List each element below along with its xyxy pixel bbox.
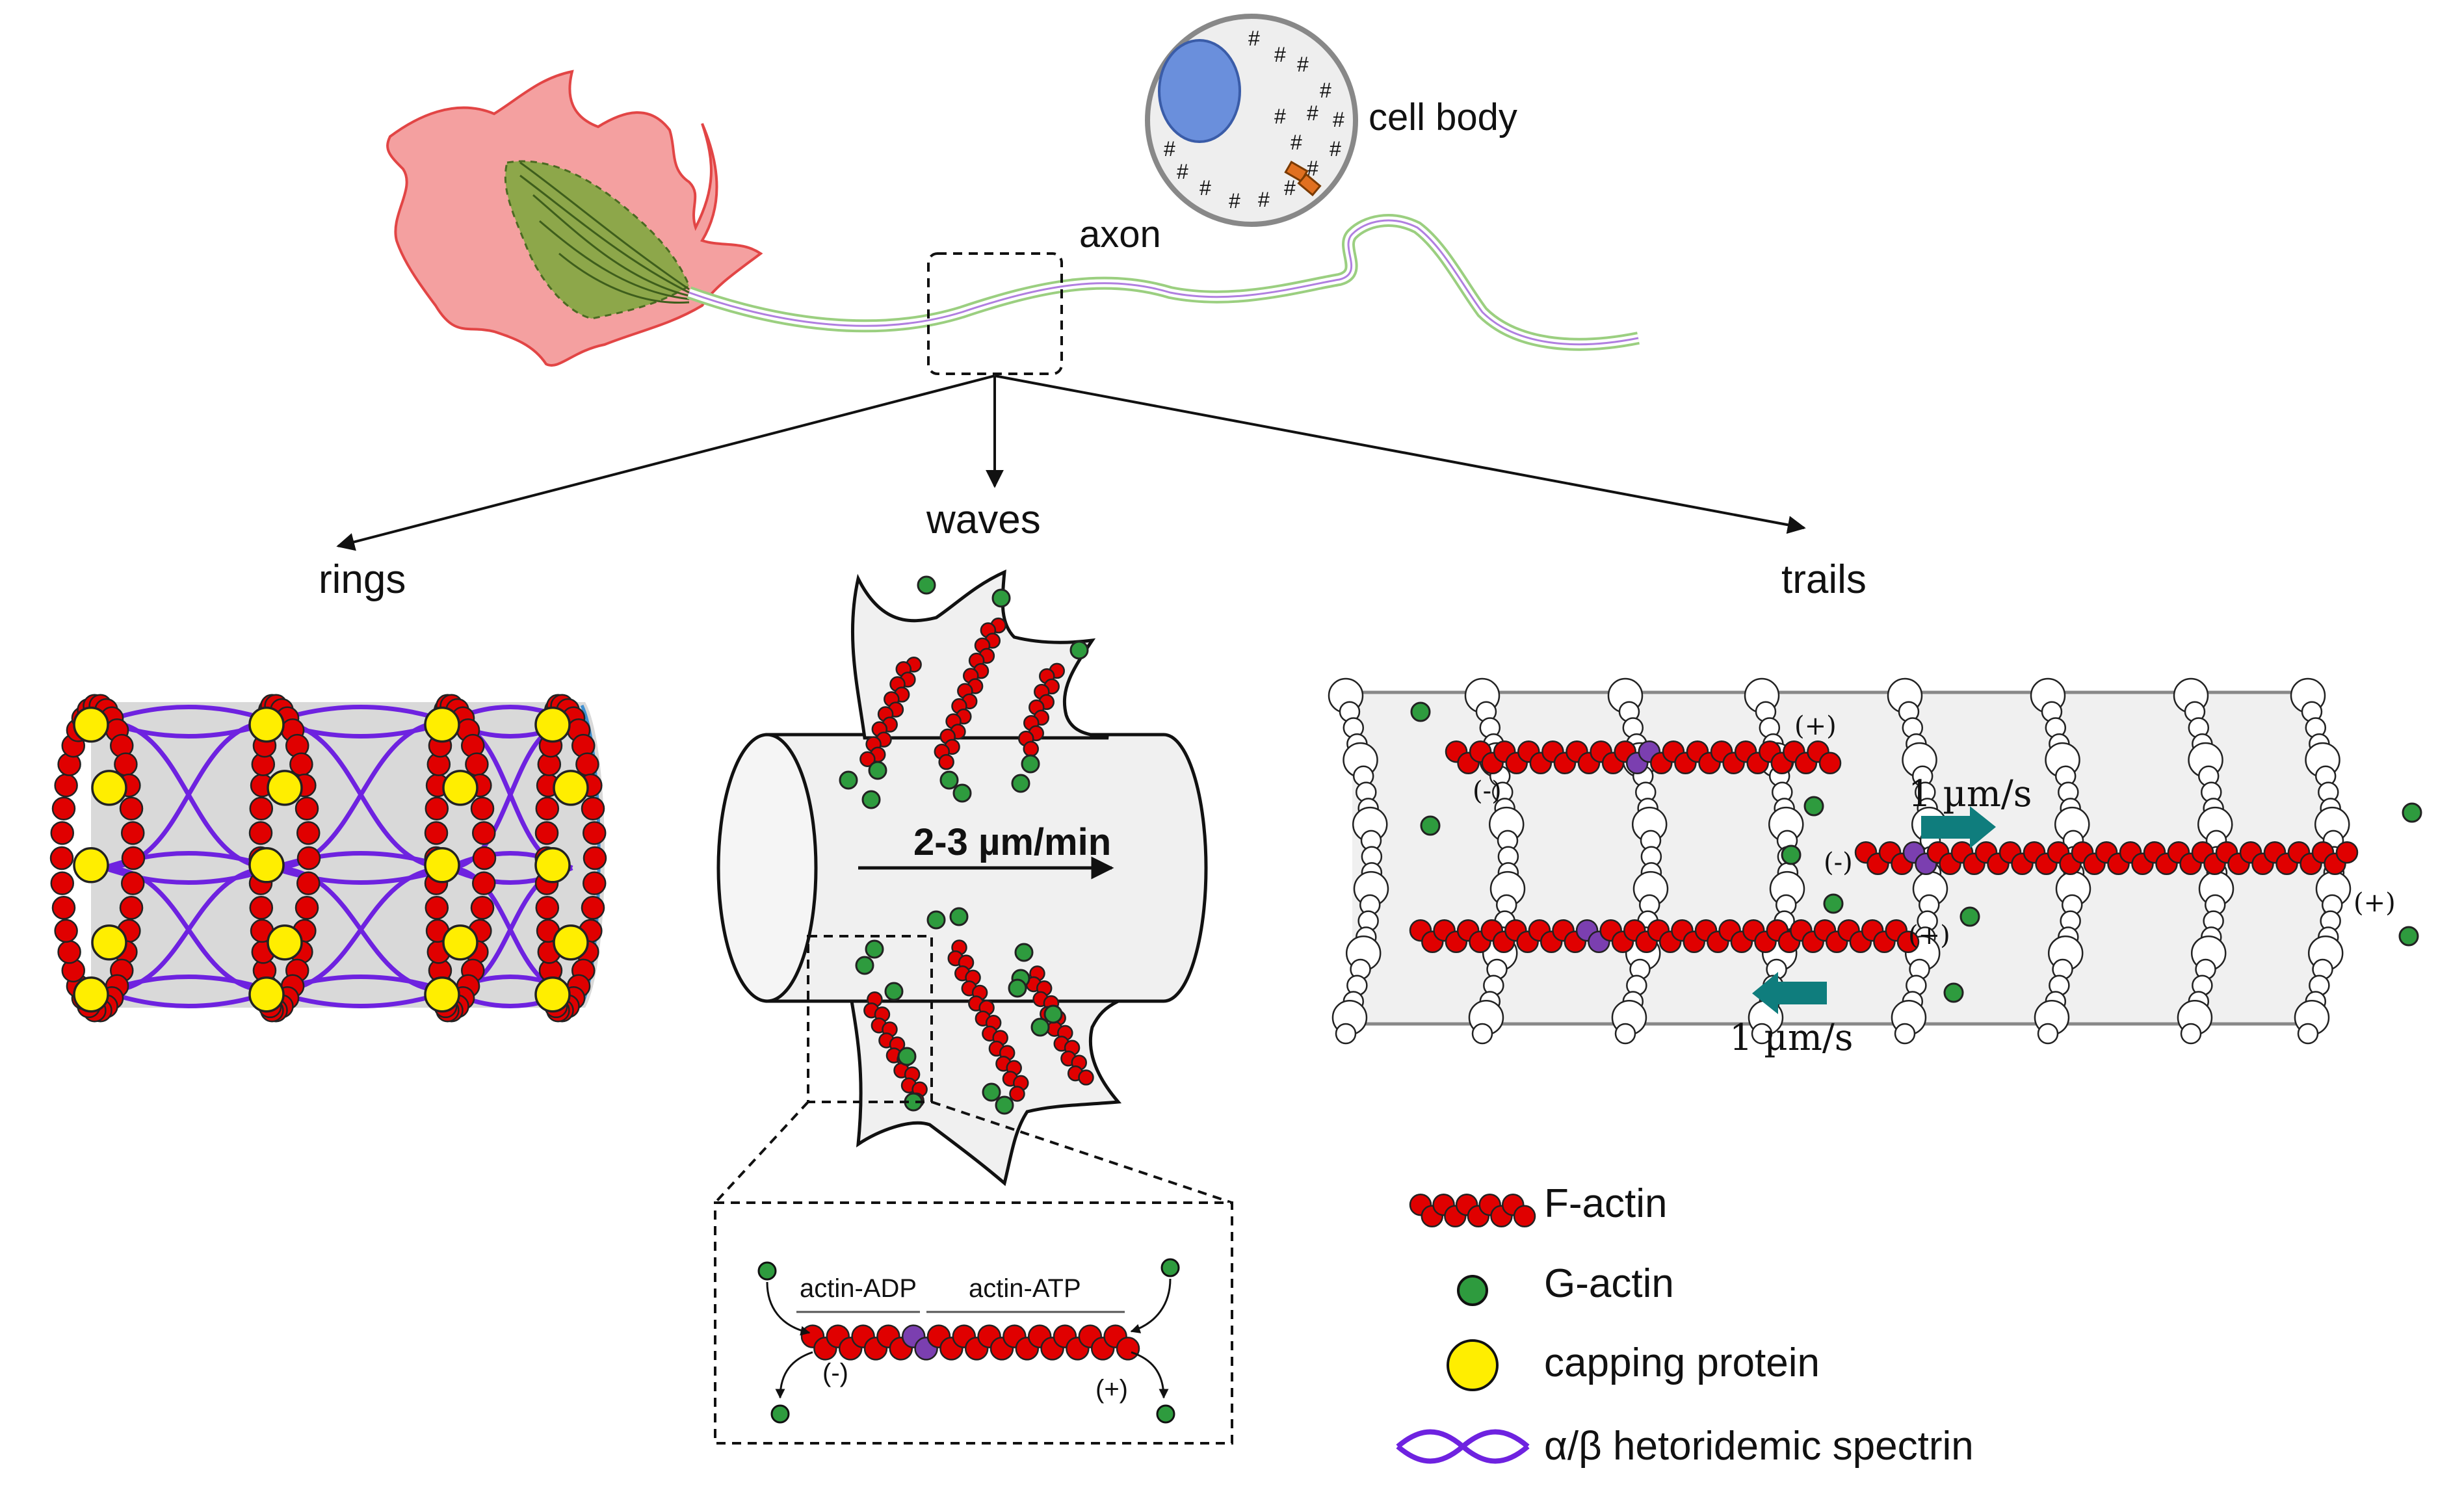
- axon-label: axon: [1079, 213, 1161, 255]
- trail-minus-1: (-): [1473, 776, 1502, 806]
- wave-zoom-box: [807, 935, 933, 1103]
- svg-text:#: #: [1333, 108, 1344, 131]
- svg-text:#: #: [1229, 189, 1240, 213]
- capping-protein: [267, 924, 303, 961]
- axon-shaft: [687, 214, 1640, 351]
- capping-protein: [442, 770, 478, 806]
- legend-spectrin-label: α/β hetoridemic spectrin: [1544, 1424, 1974, 1469]
- capping-protein: [534, 976, 571, 1013]
- arrow-to-trails: [994, 374, 1806, 534]
- waves-panel: 2-3 µm/min: [714, 569, 1233, 1204]
- capping-protein: [73, 706, 109, 743]
- inset-plus-end: (+): [1095, 1375, 1128, 1404]
- retrograde-arrow: [1752, 972, 1827, 1014]
- capping-protein: [534, 706, 571, 743]
- actin-adp-label: actin-ADP: [800, 1274, 917, 1303]
- svg-text:#: #: [1258, 188, 1270, 211]
- capping-protein: [424, 706, 460, 743]
- inset-minus-end: (-): [822, 1359, 848, 1387]
- capping-protein: [91, 770, 127, 806]
- axon-zoom-box: [927, 252, 1063, 375]
- legend-capping-protein-label: capping protein: [1544, 1341, 1820, 1385]
- legend-spectrin-icon: [1396, 1429, 1530, 1464]
- actin-atp-label: actin-ATP: [969, 1274, 1081, 1303]
- capping-protein: [424, 976, 460, 1013]
- trail-plus-3: (+): [2353, 888, 2396, 918]
- legend-g-actin-icon: [1457, 1275, 1488, 1306]
- capping-protein: [248, 847, 285, 883]
- capping-protein: [91, 924, 127, 961]
- svg-text:#: #: [1274, 43, 1286, 66]
- legend-capping-protein-icon: [1447, 1339, 1499, 1391]
- capping-protein: [73, 976, 109, 1013]
- trail-minus-2: (-): [1824, 848, 1853, 878]
- svg-text:#: #: [1307, 101, 1318, 125]
- legend-g-actin-label: G-actin: [1544, 1261, 1674, 1306]
- capping-protein: [534, 847, 571, 883]
- trail-speed-right: 1 µm/s: [1908, 773, 2032, 815]
- svg-text:#: #: [1248, 27, 1260, 50]
- capping-protein: [248, 706, 285, 743]
- svg-text:#: #: [1320, 79, 1331, 102]
- trail-plus-2: (+): [1908, 921, 1950, 950]
- capping-protein: [442, 924, 478, 961]
- treadmilling-inset: actin-ADP actin-ATP (-) (+): [714, 1201, 1233, 1445]
- capping-protein: [267, 770, 303, 806]
- waves-title: waves: [926, 497, 1041, 542]
- capping-protein: [553, 770, 589, 806]
- trail-speed-left: 1 µm/s: [1729, 1017, 1854, 1059]
- capping-protein: [73, 847, 109, 883]
- trail-spectrin-rings: [1328, 677, 2352, 1045]
- trail-plus-1: (+): [1794, 711, 1837, 741]
- actin-rings: [49, 694, 607, 1023]
- anterograde-arrow: [1921, 806, 1996, 848]
- trails-panel: 1 µm/s 1 µm/s (+) (-) (-) (+) (+): [1328, 677, 2422, 1059]
- rings-panel: [49, 694, 607, 1023]
- neuron-illustration: ## ## ## ## ## ## ## ## cell body axon: [336, 14, 1806, 551]
- svg-text:#: #: [1284, 176, 1296, 200]
- legend-f-actin-icon: [1409, 1193, 1536, 1228]
- wave-g-actin: [839, 575, 1089, 1115]
- nucleus: [1158, 39, 1241, 143]
- svg-text:#: #: [1199, 176, 1211, 200]
- trail-actin-filaments: [1409, 740, 2359, 954]
- cell-body-label: cell body: [1369, 96, 1517, 138]
- rings-title: rings: [319, 557, 406, 602]
- arrow-to-rings: [336, 374, 995, 551]
- svg-text:#: #: [1297, 53, 1309, 76]
- trails-title: trails: [1781, 557, 1867, 602]
- svg-text:#: #: [1177, 160, 1188, 183]
- svg-text:#: #: [1291, 131, 1302, 154]
- capping-protein: [424, 847, 460, 883]
- legend: F-actin G-actin capping protein α/β heto…: [1396, 1181, 1974, 1469]
- capping-protein: [553, 924, 589, 961]
- inset-f-actin: [800, 1324, 1140, 1361]
- svg-text:#: #: [1274, 105, 1286, 128]
- wave-speed-label: 2-3 µm/min: [913, 821, 1111, 863]
- capping-protein: [248, 976, 285, 1013]
- svg-text:#: #: [1330, 137, 1341, 161]
- trail-g-actin: [1410, 701, 2422, 1003]
- svg-text:#: #: [1307, 157, 1318, 180]
- cell-body: ## ## ## ## ## ## ## ##: [1145, 14, 1358, 227]
- legend-f-actin-label: F-actin: [1544, 1181, 1667, 1226]
- svg-text:#: #: [1164, 137, 1175, 161]
